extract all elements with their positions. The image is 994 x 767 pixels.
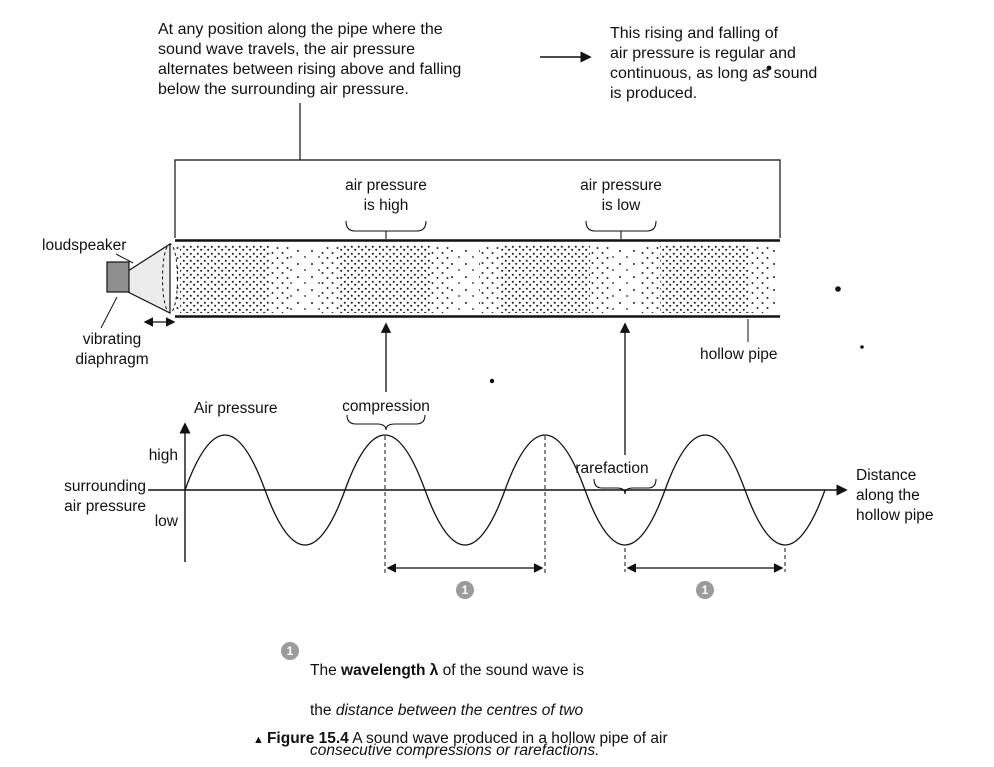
y-axis-label: Air pressure	[194, 400, 278, 417]
wavelength-badge-2: 1	[696, 581, 714, 599]
vibrating-diaphragm-label: vibrating diaphragm	[75, 331, 149, 368]
caption-text: A sound wave produced in a hollow pipe o…	[348, 730, 668, 747]
note-definition: consecutive compressions or rarefactions…	[310, 742, 600, 759]
air-molecule-dots	[175, 245, 780, 313]
compression-brace	[346, 414, 426, 431]
note-line-2: the distance between the centres of two	[310, 701, 680, 721]
figure-caption: ▲ Figure 15.4 A sound wave produced in a…	[253, 729, 773, 750]
note-line-1: The wavelength λ of the sound wave is	[310, 661, 680, 681]
high-pressure-bracket	[345, 220, 427, 239]
intro-left-text: At any position along the pipe where the…	[158, 21, 462, 98]
x-axis-label: Distance along the hollow pipe	[856, 467, 934, 524]
note-text: The	[310, 662, 342, 679]
pipe-top-box	[174, 159, 781, 238]
pressure-wave	[184, 434, 826, 546]
vibrating-diaphragm-ellipse	[162, 243, 178, 314]
loudspeaker-pointer	[115, 253, 134, 264]
compression-label: compression	[342, 398, 430, 415]
intro-right-text: This rising and falling of air pressure …	[610, 25, 818, 102]
note-badge: 1	[281, 642, 299, 660]
air-pressure-high-label: air pressure is high	[345, 177, 427, 214]
note-text: of the sound wave is	[438, 662, 584, 679]
hollow-pipe-label: hollow pipe	[700, 346, 778, 363]
surrounding-pressure-label: surrounding air pressure	[64, 478, 146, 515]
loudspeaker-icon	[106, 242, 178, 327]
loudspeaker-label: loudspeaker	[42, 237, 127, 254]
caption-figure-number: Figure 15.4	[266, 730, 349, 747]
rarefaction-brace	[593, 478, 657, 495]
note-wavelength-term: wavelength λ	[341, 662, 439, 679]
low-tick-label: low	[154, 513, 178, 530]
rarefaction-label: rarefaction	[575, 460, 649, 477]
wavelength-dashed-lines	[384, 436, 786, 574]
low-pressure-bracket	[585, 220, 657, 239]
air-pressure-low-label: air pressure is low	[580, 177, 662, 214]
diaphragm-pointer	[100, 296, 118, 329]
note-line-3: consecutive compressions or rarefactions…	[310, 741, 680, 761]
wavelength-badge-1: 1	[456, 581, 474, 599]
speaker-driver	[106, 261, 130, 293]
note-text: the	[310, 702, 336, 719]
wavelength-note: The wavelength λ of the sound wave is th…	[310, 641, 680, 767]
high-tick-label: high	[148, 447, 178, 464]
note-definition: distance between the centres of two	[335, 702, 584, 719]
ink-speck	[489, 65, 864, 384]
caption-triangle-icon: ▲	[253, 734, 267, 746]
